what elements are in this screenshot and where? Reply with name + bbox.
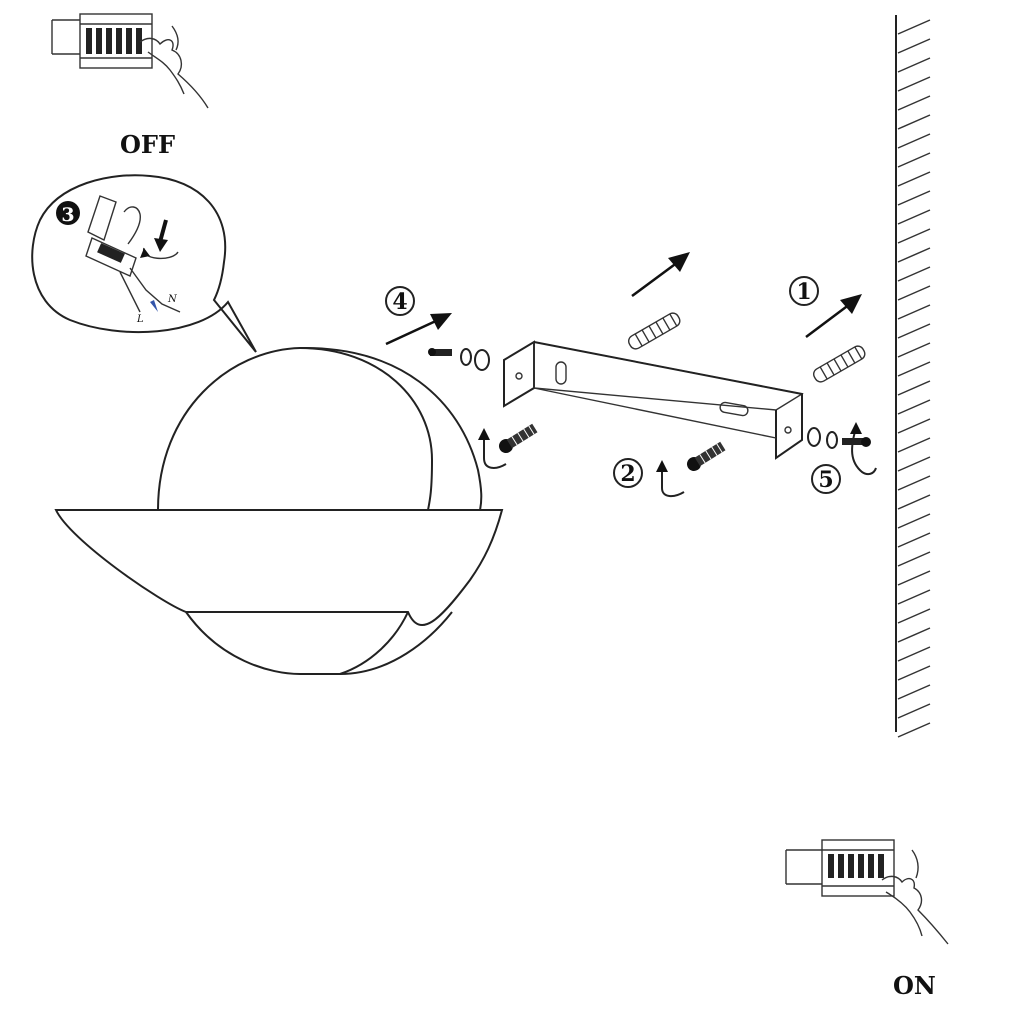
screw-with-washers-right [807, 427, 871, 449]
fuse-box-on [785, 839, 949, 945]
step-1-badge: 1 [789, 276, 819, 306]
wall-hatch-line [897, 76, 931, 92]
wall-hatch-line [897, 266, 931, 282]
bracket-hole-left [515, 372, 523, 380]
wall-hatch-line [897, 380, 931, 396]
mounting-bracket [503, 340, 804, 460]
wall-lamp [54, 346, 504, 675]
wall-hatch-line [897, 95, 931, 111]
hand-icon [139, 25, 209, 109]
breaker-switches [828, 854, 884, 878]
wall-hatch-line [897, 399, 931, 415]
callout-bubble [31, 174, 257, 353]
wall-plug-1 [627, 312, 681, 350]
wall-hatch-line [897, 133, 931, 149]
wall-hatch-line [897, 361, 931, 377]
step-4-number: 4 [392, 289, 407, 315]
insert-arrow-lamp [385, 313, 452, 346]
wall-hatch-line [897, 437, 931, 453]
wall-hatch-line [897, 608, 931, 624]
wall-hatch-line [897, 228, 931, 244]
lamp-globe-edge [299, 347, 434, 511]
wall-hatch-line [897, 589, 931, 605]
wall-hatch-line [897, 323, 931, 339]
wall-hatch-line [897, 38, 931, 54]
wall-hatch-line [897, 570, 931, 586]
wall-hatch-line [897, 722, 931, 738]
lamp-globe-bottom [185, 611, 453, 675]
wall-hatch-line [897, 418, 931, 434]
breaker-panel [821, 839, 895, 897]
rotate-arrow-right-icon [850, 422, 877, 476]
rotate-arrow-left-icon [478, 428, 507, 469]
breaker-panel [79, 13, 153, 69]
step-5-badge: 5 [811, 464, 841, 494]
wall-hatch-line [897, 209, 931, 225]
insert-arrow-right [805, 294, 862, 338]
lamp-globe-bottom-edge [339, 611, 409, 675]
step-5-number: 5 [818, 467, 833, 493]
lamp-shade [54, 509, 504, 626]
step-3-badge [56, 201, 80, 225]
wall-hatch-line [897, 152, 931, 168]
wire-label-l: L [136, 314, 144, 325]
wall-hatch-line [897, 285, 931, 301]
wall-plug-2 [812, 345, 866, 383]
wall-hatch-line [897, 684, 931, 700]
rotate-arrow-middle-icon [656, 460, 685, 498]
wire-pointer-icon [150, 300, 158, 312]
wall-hatch-line [897, 703, 931, 719]
wall-hatch-line [897, 627, 931, 643]
screw-bracket-middle [687, 441, 726, 471]
insert-arrow-top [631, 252, 690, 298]
screw-with-washers-left [428, 348, 490, 371]
wall-hatch-line [897, 190, 931, 206]
wall-hatch-line [897, 114, 931, 130]
fuse-box-off [51, 13, 209, 109]
step-2-number: 2 [620, 461, 635, 487]
wall-hatch-line [897, 456, 931, 472]
step-1-number: 1 [796, 279, 811, 305]
wall-hatch-line [897, 19, 931, 35]
wall-hatch-line [897, 532, 931, 548]
wall-hatch-line [897, 646, 931, 662]
terminal-block-icon [85, 195, 181, 313]
wall-hatch-line [897, 171, 931, 187]
step-4-badge: 4 [385, 286, 415, 316]
wall-hatch-line [897, 551, 931, 567]
off-label: OFF [120, 130, 175, 159]
bracket-body [533, 341, 803, 460]
wall-hatch-line [897, 247, 931, 263]
hand-icon [881, 849, 949, 945]
screw-bracket-left [499, 423, 538, 453]
wiring-callout: 3 L N [31, 174, 257, 353]
lamp-globe-outline [157, 346, 483, 511]
wall-hatch-line [897, 57, 931, 73]
wire-label-n: N [167, 294, 178, 305]
bracket-slot-right [719, 401, 749, 417]
bracket-lower-edge [533, 387, 777, 439]
wall-hatch-line [897, 342, 931, 358]
step-3-number: 3 [61, 204, 74, 226]
wall-hatch-line [897, 665, 931, 681]
wall-hatch-line [897, 475, 931, 491]
wall-hatch-line [897, 513, 931, 529]
wall [895, 15, 931, 738]
bracket-top-face [533, 341, 804, 411]
on-label: ON [893, 971, 936, 1000]
wall-hatch-line [897, 304, 931, 320]
screw-tighten-arrow-icon [140, 219, 179, 259]
bracket-slot-left [555, 361, 567, 385]
step-2-badge: 2 [613, 458, 643, 488]
wall-hatch-line [897, 494, 931, 510]
bracket-left-flange [503, 340, 535, 408]
bracket-hole-right [784, 426, 792, 434]
wall-hatching [897, 19, 931, 738]
breaker-switches [86, 28, 142, 54]
